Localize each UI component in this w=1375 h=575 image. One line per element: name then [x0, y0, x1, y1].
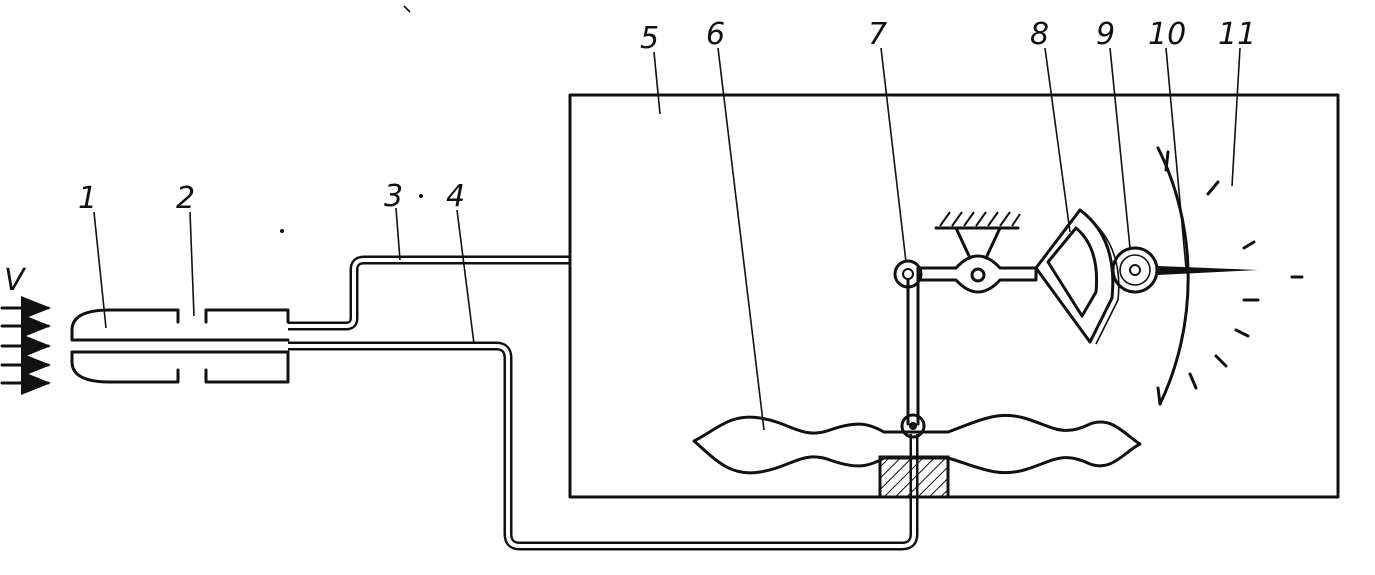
transmission-rod [893, 259, 926, 439]
callout-5: 5 [640, 21, 659, 56]
leader-3 [395, 207, 401, 261]
scan-speck [403, 5, 411, 13]
callout-1: 1 [78, 181, 97, 216]
flow-velocity-label: V [4, 263, 27, 298]
rod-top-pivot [893, 259, 923, 289]
leader-1 [93, 211, 107, 329]
tube-lower-rear [204, 350, 290, 384]
static-line-inner [288, 258, 570, 328]
rocker-lever [916, 211, 1038, 294]
total-line-outer [288, 341, 919, 551]
leader-lines [93, 47, 1241, 431]
leader-4 [456, 209, 475, 345]
tube-upper-front [70, 308, 180, 342]
instrument-case [568, 93, 1340, 499]
callout-4: 4 [446, 179, 465, 214]
static-line-outer [288, 255, 570, 331]
callout-9: 9 [1096, 17, 1115, 52]
scan-speck [280, 229, 284, 233]
callout-10: 10 [1148, 17, 1186, 52]
leader-9 [1109, 47, 1131, 249]
leader-11 [1231, 47, 1241, 187]
callout-6: 6 [706, 17, 725, 52]
pitot-static-tube [70, 308, 290, 384]
stray-dot [419, 194, 423, 198]
callout-8: 8 [1030, 17, 1049, 52]
pointer-needle [1158, 266, 1258, 275]
leader-2 [189, 211, 195, 317]
capsule-mount [878, 455, 950, 499]
leader-6 [717, 47, 765, 431]
callout-11: 11 [1218, 17, 1256, 52]
callout-3: 3 [384, 179, 403, 214]
total-line-inner [288, 344, 916, 548]
toothed-sector [1034, 208, 1120, 345]
static-pressure-line [288, 255, 570, 331]
dial-scale [1156, 146, 1260, 406]
leader-5 [653, 51, 661, 115]
total-pressure-line [288, 341, 919, 551]
lever-arm [916, 254, 1038, 294]
leader-7 [880, 47, 907, 263]
lever-pivot [970, 267, 986, 283]
tube-upper-rear [204, 308, 290, 324]
aneroid-capsule [692, 413, 1142, 475]
airflow-arrows [0, 296, 51, 395]
tube-lower-front [70, 350, 180, 384]
callout-7: 7 [868, 17, 887, 52]
callout-2: 2 [176, 181, 195, 216]
leader-10 [1165, 47, 1187, 269]
rod-bottom-pivot [900, 413, 926, 439]
pinion-gear [1111, 246, 1159, 294]
leader-8 [1044, 47, 1071, 233]
